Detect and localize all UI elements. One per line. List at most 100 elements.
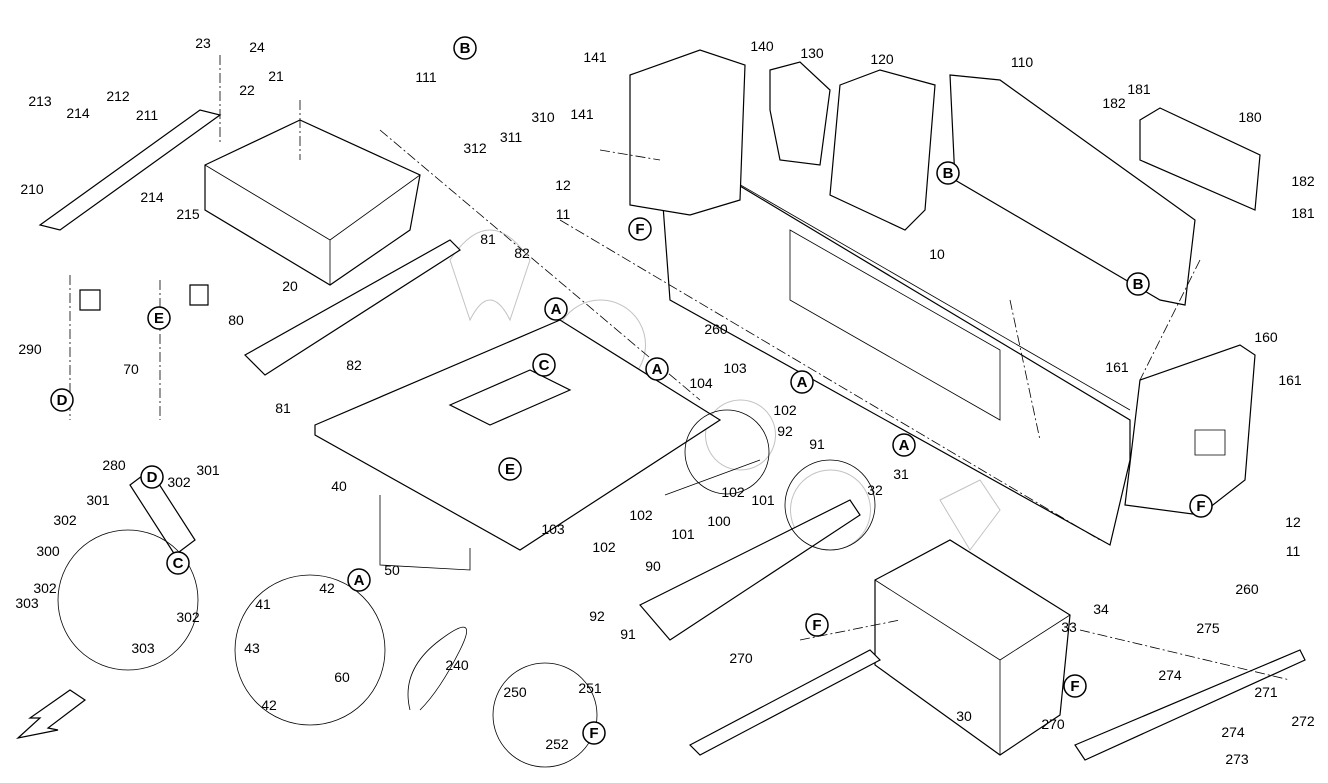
callout-letter: D [57,392,68,409]
part-number-label: 214 [140,189,164,205]
callout-letter: A [551,301,562,318]
part-number-label: 82 [514,245,530,261]
part-number-label: 302 [167,474,191,490]
part-number-label: 12 [555,177,571,193]
part-number-label: 303 [131,640,155,656]
part-number-label: 181 [1127,81,1151,97]
part-number-label: 250 [503,684,527,700]
part-number-label: 273 [1225,751,1249,767]
callout-letter: A [899,437,910,454]
callout-a: A [347,568,371,592]
part-number-label: 102 [721,484,745,500]
callout-b: B [453,36,477,60]
part-number-label: 42 [319,580,335,596]
callout-b: B [1126,272,1150,296]
callout-f: F [628,217,652,241]
callout-letter: F [812,617,821,634]
front-arrow-icon [15,689,87,740]
part-number-label: 300 [36,543,60,559]
callout-a: A [544,297,568,321]
part-number-label: 211 [136,107,159,123]
callout-circle [347,568,371,592]
part-number-label: 120 [870,51,894,67]
callout-f: F [1063,674,1087,698]
part-number-label: 81 [480,231,496,247]
callout-circle [50,388,74,412]
callout-d: D [50,388,74,412]
callout-circle [544,297,568,321]
part-number-label: 213 [28,93,52,109]
callout-circle [805,613,829,637]
part-number-label: 10 [929,246,945,262]
callout-circle [936,161,960,185]
callout-circle [453,36,477,60]
part-number-label: 111 [415,69,436,85]
part-number-label: 181 [1291,205,1315,221]
part-number-label: 141 [583,49,607,65]
callout-c: C [166,551,190,575]
callout-letter: D [147,469,158,486]
part-number-label: 24 [249,39,265,55]
part-number-label: 91 [809,436,825,452]
part-number-label: 180 [1238,109,1262,125]
callout-letter: F [589,725,598,742]
part-number-label: 215 [176,206,200,222]
callout-letter: A [797,374,808,391]
callout-letter: E [154,310,164,327]
part-number-label: 102 [592,539,616,555]
part-number-label: 41 [255,596,271,612]
part-number-label: 60 [334,669,350,685]
callout-a: A [790,370,814,394]
part-number-label: 103 [723,360,747,376]
part-number-label: 80 [228,312,244,328]
part-number-label: 91 [620,626,636,642]
part-number-label: 274 [1158,667,1182,683]
part-number-label: 34 [1093,601,1109,617]
part-number-label: 182 [1291,173,1315,189]
part-number-label: 312 [463,140,487,156]
part-number-label: 160 [1254,329,1278,345]
callout-letter: F [1070,678,1079,695]
callout-letter: C [173,555,184,572]
callout-letter: A [652,361,663,378]
part-number-label: 50 [384,562,400,578]
part-number-label: 103 [541,521,565,537]
part-number-label: 31 [893,466,909,482]
part-number-label: 11 [1286,543,1301,559]
part-number-label: 311 [500,129,523,145]
callout-d: D [140,465,164,489]
callout-f: F [1189,494,1213,518]
part-number-label: 214 [66,105,90,121]
part-number-label: 102 [629,507,653,523]
callout-circle [892,433,916,457]
callout-letter: F [635,221,644,238]
part-number-label: 270 [729,650,753,666]
callout-letter: A [354,572,365,589]
part-number-label: 92 [777,423,793,439]
part-number-label: 90 [645,558,661,574]
part-number-label: 182 [1102,95,1126,111]
callout-f: F [582,721,606,745]
part-number-label: 21 [268,68,284,84]
part-number-label: 42 [261,697,277,713]
callout-c: C [532,353,556,377]
part-number-label: 22 [239,82,255,98]
part-number-label: 104 [689,375,713,391]
part-number-label: 12 [1285,514,1301,530]
part-number-label: 100 [707,513,731,529]
callout-circle [628,217,652,241]
part-number-label: 110 [1011,54,1034,70]
part-number-label: 161 [1105,359,1129,375]
part-number-label: 252 [545,736,569,752]
part-number-label: 101 [671,526,695,542]
part-number-label: 102 [773,402,797,418]
part-number-label: 210 [20,181,44,197]
part-number-label: 303 [15,595,39,611]
callout-circle [582,721,606,745]
part-number-label: 81 [275,400,291,416]
callout-letter: B [943,165,954,182]
part-outlines [15,49,1306,768]
part-number-label: 130 [800,45,824,61]
part-number-label: 251 [578,680,602,696]
